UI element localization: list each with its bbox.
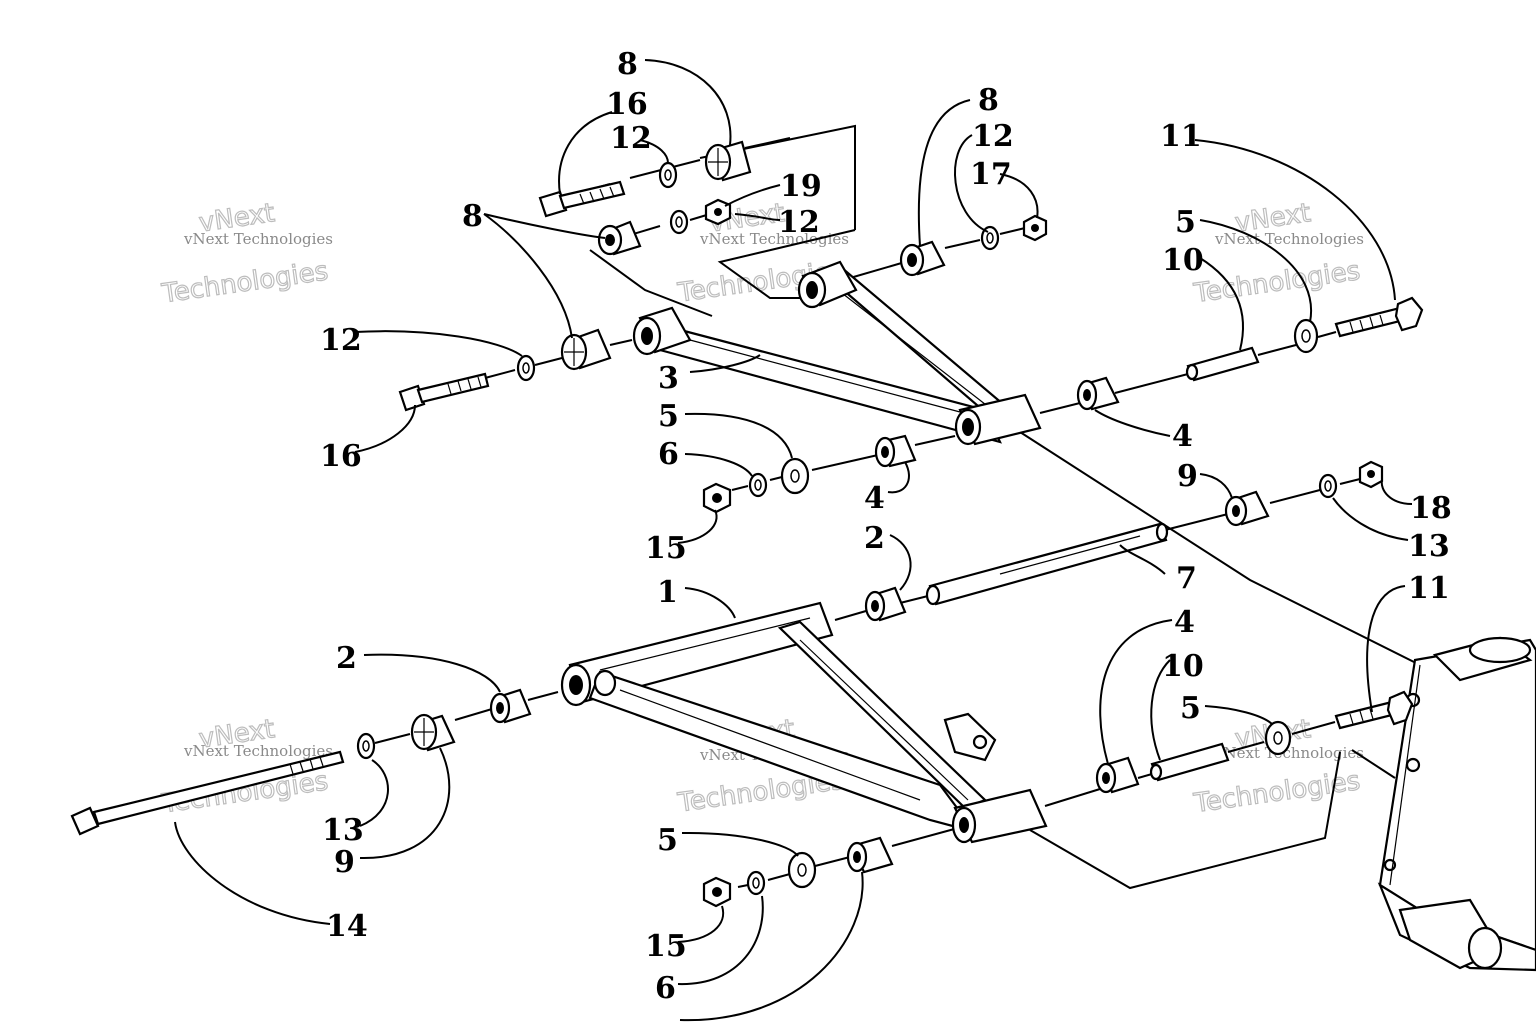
nut-19	[704, 198, 732, 226]
callout-2-left: 2	[336, 641, 357, 676]
lower-arm-ball-joint-tube	[951, 788, 1048, 844]
svg-text:vNext Technologies: vNext Technologies	[183, 230, 333, 248]
callout-4-lower-right: 4	[1174, 605, 1195, 640]
watermark-top-left: vNext vNext Technologies Technologies	[159, 198, 333, 310]
washer-13-right	[1318, 473, 1338, 499]
bushing-9-right	[1224, 490, 1270, 527]
svg-text:Technologies: Technologies	[159, 256, 330, 309]
bushing-8-right-upper	[899, 240, 946, 277]
callout-12-left: 12	[320, 323, 362, 358]
lower-a-arm	[560, 601, 1048, 844]
nut-18	[1358, 460, 1384, 489]
bolt-11-lower	[1334, 690, 1414, 730]
bolt-16-upper	[538, 180, 626, 218]
bushing-4-lower-right	[1095, 756, 1140, 794]
upper-arm-front-bushing-tube	[632, 306, 692, 356]
washer-5-upper-center	[780, 457, 810, 495]
callout-8-top: 8	[617, 47, 638, 82]
callout-5-top-right: 5	[1175, 205, 1196, 240]
callout-11-lower: 11	[1408, 571, 1450, 606]
callout-2-right: 2	[864, 521, 885, 556]
callout-9-left: 9	[334, 845, 355, 880]
leader-lines	[174, 59, 1413, 1022]
washer-13-left	[356, 732, 376, 760]
washer-5-lower-center	[787, 851, 817, 889]
callout-8-left: 8	[462, 199, 483, 234]
callout-5-lower-center: 5	[657, 823, 678, 858]
bushing-4-upper-right	[1076, 376, 1120, 411]
callout-12-top: 12	[610, 121, 652, 156]
nut-15-lower	[702, 876, 732, 908]
washer-12-left	[516, 354, 536, 382]
bushing-4-lower-center	[846, 836, 894, 874]
bushing-9-left	[410, 713, 456, 752]
bushing-4-upper-center	[874, 434, 917, 468]
callout-13-right: 13	[1408, 529, 1450, 564]
svg-text:vNext Technologies: vNext Technologies	[699, 230, 849, 248]
callout-labels: 8 16 12 19 12 8 8 12 17 11 5 10 12 3 16 …	[320, 47, 1452, 1006]
callout-9-right: 9	[1177, 459, 1198, 494]
spindle-housing	[1377, 636, 1536, 972]
bushing-2-left	[489, 688, 532, 724]
bolt-16-left	[398, 372, 490, 412]
bushing-2-right	[864, 586, 907, 622]
bushing-8-left-upper	[597, 220, 642, 256]
svg-text:Technologies: Technologies	[1191, 256, 1362, 309]
callout-14: 14	[326, 909, 368, 944]
lock-washer-6-upper	[748, 472, 768, 498]
callout-16-left: 16	[320, 439, 362, 474]
callout-6-lower: 6	[655, 971, 676, 1006]
nut-15-upper	[702, 482, 732, 514]
washer-12-top	[658, 161, 678, 189]
callout-5-lower-right: 5	[1180, 691, 1201, 726]
callout-12-mid: 12	[778, 205, 820, 240]
upper-arm-rear-bushing-tube	[797, 260, 858, 309]
callout-4-upper-center: 4	[864, 481, 885, 516]
shock-mount-bracket	[943, 712, 997, 762]
bushing-8-top	[704, 140, 752, 182]
callout-12-right: 12	[972, 119, 1014, 154]
sleeve-10-lower	[1149, 742, 1230, 782]
upper-arm-ball-joint-tube	[954, 393, 1042, 446]
svg-text:vNext Technologies: vNext Technologies	[183, 742, 333, 760]
washer-5-upper-right	[1293, 318, 1319, 354]
washer-12-upper-mid	[669, 209, 689, 235]
callout-19: 19	[780, 169, 822, 204]
bolt-11-upper	[1334, 296, 1424, 338]
sleeve-10-upper	[1185, 346, 1260, 382]
washer-5-lower-right	[1264, 720, 1292, 756]
assembly-lines	[374, 124, 1426, 890]
upper-a-arm	[632, 260, 1042, 446]
callout-10-lower: 10	[1162, 649, 1204, 684]
long-bolt-14	[70, 750, 345, 836]
bushing-8-left	[560, 328, 612, 371]
callout-1: 1	[657, 575, 678, 610]
lock-washer-6-lower	[746, 870, 766, 896]
callout-10-top: 10	[1162, 243, 1204, 278]
callout-13-left: 13	[322, 813, 364, 848]
callout-5-center: 5	[658, 399, 679, 434]
washer-12-upper-right	[980, 225, 1000, 251]
svg-text:vNext Technologies: vNext Technologies	[1214, 230, 1364, 248]
callout-16-top: 16	[606, 87, 648, 122]
callout-8-right: 8	[978, 83, 999, 118]
callout-11-top: 11	[1160, 119, 1202, 154]
svg-text:vNext Technologies: vNext Technologies	[1214, 744, 1364, 762]
callout-15-lower: 15	[645, 929, 687, 964]
nut-17	[1022, 214, 1048, 242]
callout-18: 18	[1410, 491, 1452, 526]
callout-7: 7	[1176, 561, 1197, 596]
shaft-7	[925, 522, 1169, 606]
callout-15-upper: 15	[645, 531, 687, 566]
callout-4-upper-right: 4	[1172, 419, 1193, 454]
callout-3: 3	[658, 361, 679, 396]
callout-6-upper: 6	[658, 437, 679, 472]
callout-17: 17	[970, 157, 1012, 192]
